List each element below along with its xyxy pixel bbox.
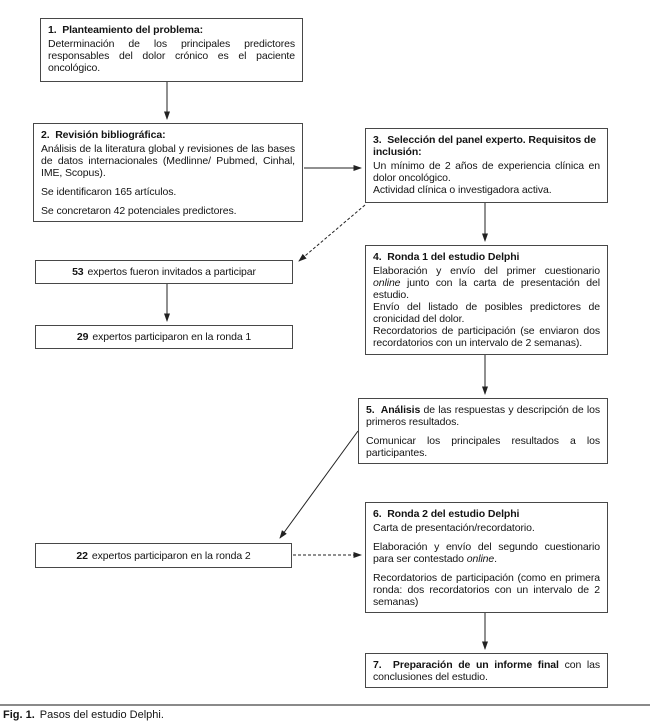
flow-box-paragraph: Actividad clínica o investigadora activa… (373, 184, 552, 196)
flow-box-paragraph: Elaboración y envío del segundo cuestion… (373, 541, 600, 565)
flow-box-paragraph: Se identificaron 165 artículos. (41, 186, 177, 198)
flow-box-paragraph: Comunicar los principales resultados a l… (366, 435, 600, 459)
flow-box-paragraph: Carta de presentación/recordatorio. (373, 522, 535, 534)
flow-box-body: Un mínimo de 2 años de experiencia clíni… (373, 160, 600, 196)
flow-box-step3: 3. Selección del panel experto. Requisit… (365, 128, 608, 203)
flow-box-step4: 4. Ronda 1 del estudio Delphi Elaboració… (365, 245, 608, 355)
count-number: 53 (72, 266, 84, 278)
flow-box-paragraph: Elaboración y envío del primer cuestiona… (373, 265, 600, 301)
flow-box-body: Elaboración y envío del primer cuestiona… (373, 265, 600, 349)
flow-box-body: 5. Análisis de las respuestas y descripc… (366, 404, 600, 459)
flow-box-paragraph: Envío del listado de posibles predictore… (373, 301, 600, 325)
flow-box-paragraph: Recordatorios de participación (como en … (373, 572, 600, 608)
arrow-step3-to-invited-dashed (298, 204, 366, 262)
arrow-step5-to-round2 (279, 430, 359, 539)
count-label: expertos participaron en la ronda 1 (92, 331, 252, 343)
count-label: expertos fueron invitados a participar (87, 266, 256, 278)
flow-box-paragraph: Se concretaron 42 potenciales predictore… (41, 205, 237, 217)
flow-box-paragraph: Análisis de la literatura global y revis… (41, 143, 295, 179)
count-label: expertos participaron en la ronda 2 (91, 549, 251, 562)
flow-box-body: Determinación de los principales predict… (48, 38, 295, 74)
flow-box-paragraph: Recordatorios de participación (se envia… (373, 325, 600, 349)
flow-box-paragraph: 5. Análisis de las respuestas y descripc… (366, 404, 600, 428)
flow-box-title: 3. Selección del panel experto. Requisit… (373, 134, 596, 158)
flow-box-body: Análisis de la literatura global y revis… (41, 143, 295, 217)
flow-box-title: 4. Ronda 1 del estudio Delphi (373, 251, 520, 263)
figure-caption: Fig. 1. Pasos del estudio Delphi. (3, 709, 164, 722)
flow-box-step7: 7. Preparación de un informe final con l… (365, 653, 608, 688)
flow-box-step1: 1. Planteamiento del problema: Determina… (40, 18, 303, 82)
flow-box-title: 6. Ronda 2 del estudio Delphi (373, 508, 520, 520)
flow-box-body: Carta de presentación/recordatorio. Elabo… (373, 522, 600, 608)
flow-box-paragraph: Un mínimo de 2 años de experiencia clíni… (373, 160, 600, 184)
count-number: 29 (76, 331, 89, 343)
figure-caption-text: Pasos del estudio Delphi. (39, 709, 164, 721)
flow-box-title: 1. Planteamiento del problema: (48, 24, 204, 36)
count-number: 22 (76, 549, 88, 562)
figure-caption-label: Fig. 1. (3, 709, 35, 721)
flow-box-paragraph: Determinación de los principales predict… (48, 38, 295, 74)
flow-box-step5: 5. Análisis de las respuestas y descripc… (358, 398, 608, 464)
flow-box-body: 7. Preparación de un informe final con l… (373, 659, 600, 683)
flow-box-step6: 6. Ronda 2 del estudio Delphi Carta de p… (365, 502, 608, 613)
flow-box-step2: 2. Revisión bibliográfica: Análisis de l… (33, 123, 303, 222)
flow-box-title: 2. Revisión bibliográfica: (41, 129, 166, 141)
flow-box-paragraph: 7. Preparación de un informe final con l… (373, 659, 601, 683)
caption-divider-rule (0, 704, 650, 706)
